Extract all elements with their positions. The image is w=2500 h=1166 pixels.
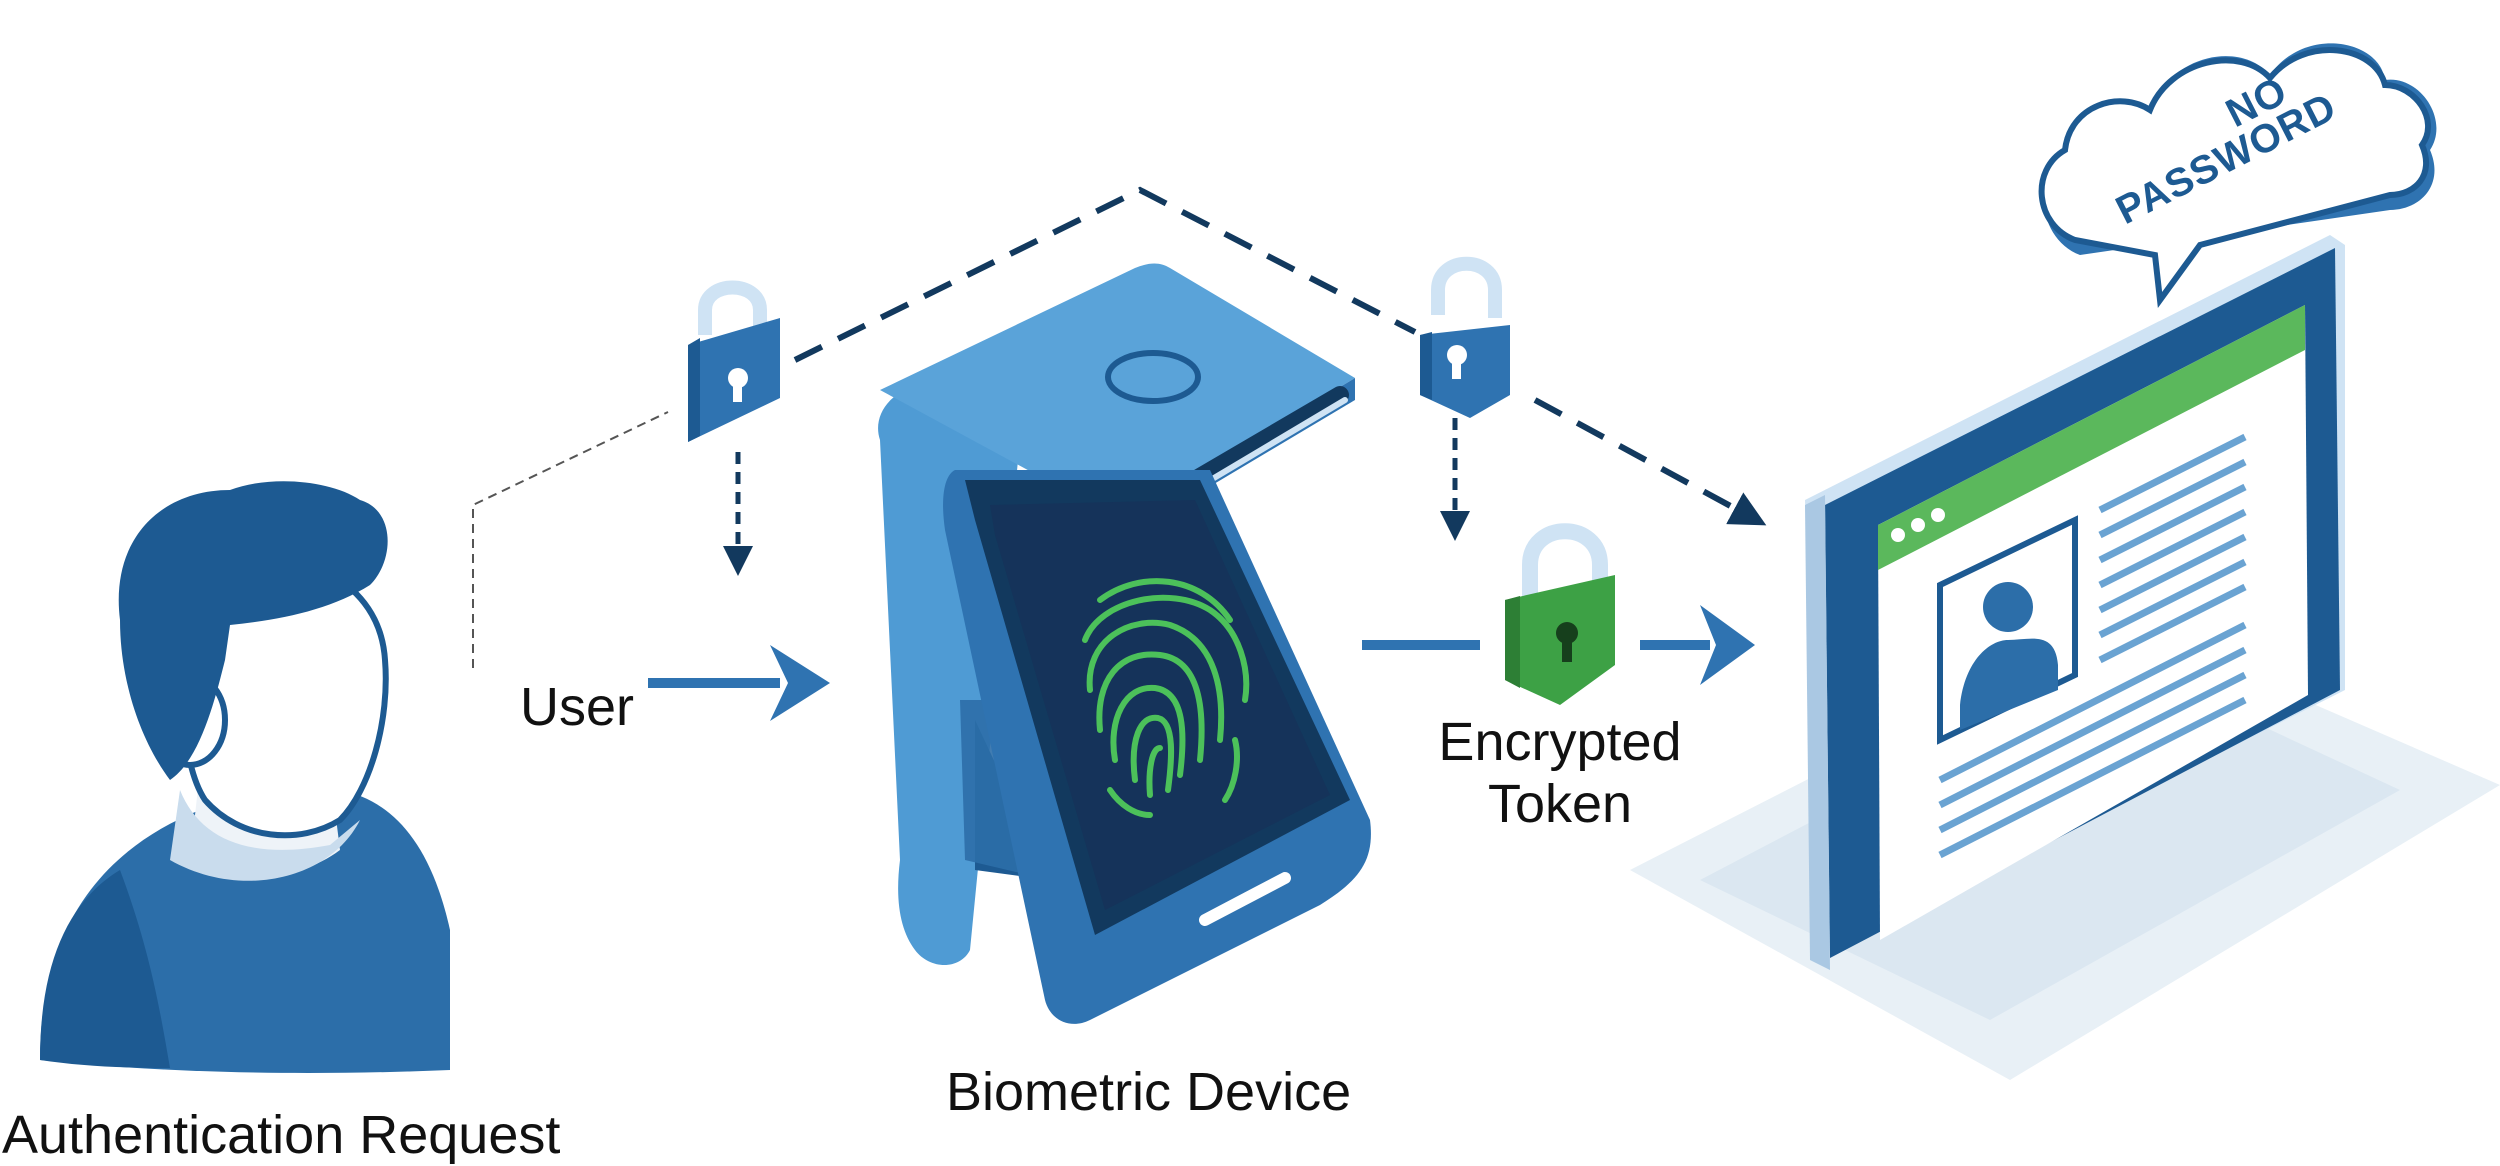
authentication-request-label: Authentication Request bbox=[2, 1105, 560, 1165]
secure-channel-dashed-path bbox=[793, 186, 1417, 363]
padlock-icon bbox=[688, 280, 780, 442]
fingerprint-icon bbox=[1082, 578, 1250, 818]
profile-photo-icon bbox=[1937, 515, 2078, 745]
lock2-to-screen-dashed-arrow bbox=[1533, 397, 1767, 526]
encrypted-token-label-line2: Token bbox=[1488, 774, 1632, 834]
user-to-lock-connector bbox=[472, 411, 669, 668]
padlock-icon bbox=[1505, 523, 1615, 705]
padlock-icon bbox=[1420, 256, 1510, 418]
page-content-lines bbox=[1938, 433, 2247, 859]
encrypted-token-label-line1: Encrypted bbox=[1438, 712, 1681, 772]
cloud-icon: NO PASSWORD bbox=[2038, 43, 2437, 309]
biometric-device-label: Biometric Device bbox=[946, 1062, 1351, 1122]
user-label: User bbox=[520, 677, 634, 737]
biometric-device bbox=[878, 263, 1371, 1024]
token-arrow bbox=[1640, 605, 1755, 685]
user-avatar-icon bbox=[40, 481, 450, 1073]
user-arrow bbox=[648, 645, 830, 721]
